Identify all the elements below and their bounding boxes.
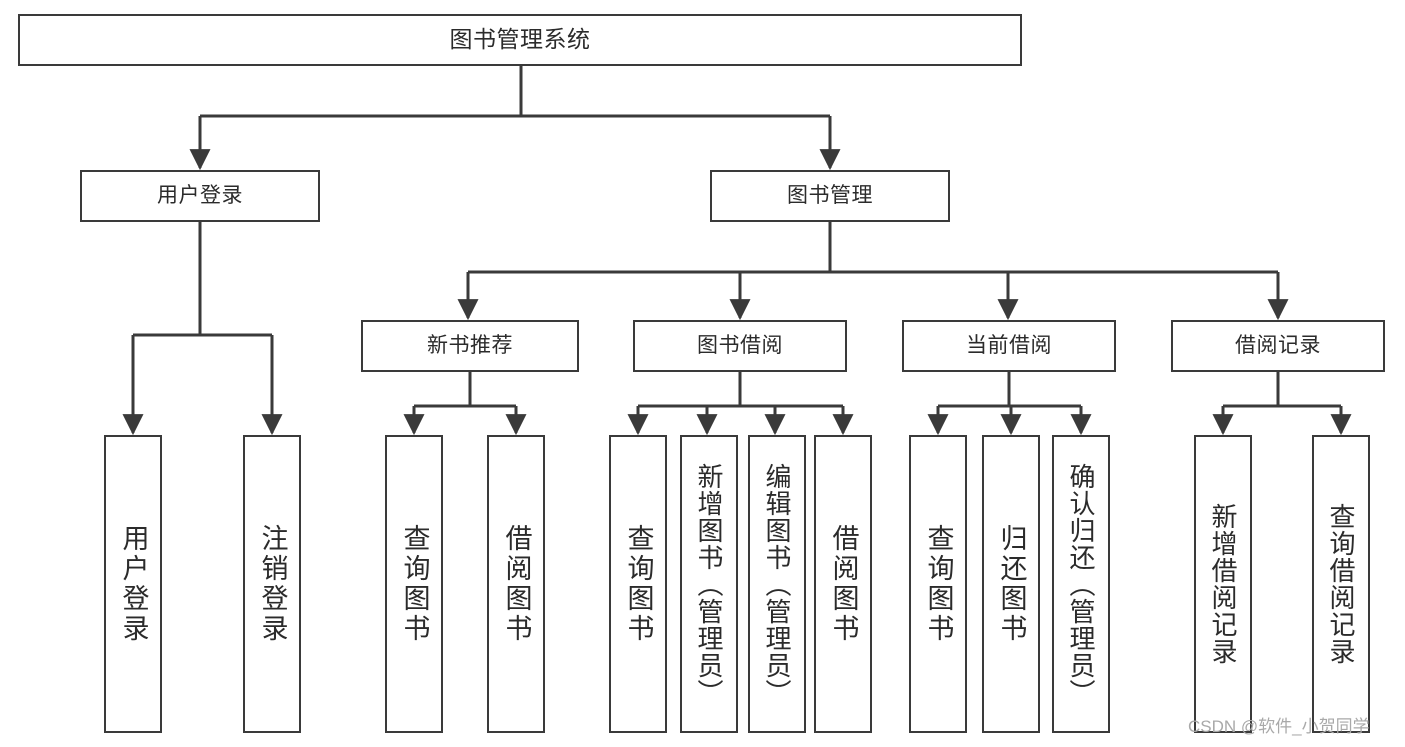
- node-label: 新增借阅记录: [1208, 503, 1238, 665]
- leaf-query-borrow-record[interactable]: 查询借阅记录: [1312, 435, 1370, 733]
- node-book-management-system[interactable]: 图书管理系统: [18, 14, 1022, 66]
- node-label: 注销登录: [257, 524, 288, 644]
- node-label: 用户登录: [157, 183, 243, 207]
- node-label: 图书借阅: [697, 333, 783, 357]
- leaf-add-borrow-record[interactable]: 新增借阅记录: [1194, 435, 1252, 733]
- node-label: 用户登录: [118, 524, 149, 644]
- node-user-login[interactable]: 用户登录: [80, 170, 320, 222]
- node-label: 查询借阅记录: [1326, 503, 1356, 665]
- node-label: 借阅记录: [1235, 333, 1321, 357]
- leaf-query-books-new[interactable]: 查询图书: [385, 435, 443, 733]
- node-label: 图书管理系统: [449, 26, 591, 53]
- node-new-book-recommend[interactable]: 新书推荐: [361, 320, 579, 372]
- node-label: 新增图书（管理员）: [694, 462, 724, 706]
- leaf-query-books[interactable]: 查询图书: [609, 435, 667, 733]
- leaf-borrow-books-new[interactable]: 借阅图书: [487, 435, 545, 733]
- node-label: 查询图书: [399, 524, 430, 644]
- leaf-user-login[interactable]: 用户登录: [104, 435, 162, 733]
- watermark: CSDN @软件_小贺同学: [1188, 717, 1370, 736]
- leaf-edit-book-admin[interactable]: 编辑图书（管理员）: [748, 435, 806, 733]
- node-book-manage[interactable]: 图书管理: [710, 170, 950, 222]
- leaf-return-book[interactable]: 归还图书: [982, 435, 1040, 733]
- node-label: 图书管理: [787, 183, 873, 207]
- leaf-user-logout[interactable]: 注销登录: [243, 435, 301, 733]
- leaf-confirm-return-admin[interactable]: 确认归还（管理员）: [1052, 435, 1110, 733]
- node-borrow-records[interactable]: 借阅记录: [1171, 320, 1385, 372]
- node-label: 确认归还（管理员）: [1066, 462, 1096, 706]
- node-label: 归还图书: [996, 524, 1027, 644]
- node-label: 当前借阅: [966, 333, 1052, 357]
- node-label: 新书推荐: [427, 333, 513, 357]
- leaf-add-book-admin[interactable]: 新增图书（管理员）: [680, 435, 738, 733]
- node-current-borrow[interactable]: 当前借阅: [902, 320, 1116, 372]
- node-label: 编辑图书（管理员）: [762, 462, 792, 706]
- node-label: 查询图书: [923, 524, 954, 644]
- node-label: 借阅图书: [828, 524, 859, 644]
- node-label: 查询图书: [623, 524, 654, 644]
- node-book-borrow[interactable]: 图书借阅: [633, 320, 847, 372]
- node-label: 借阅图书: [501, 524, 532, 644]
- leaf-query-books-current[interactable]: 查询图书: [909, 435, 967, 733]
- leaf-borrow-book[interactable]: 借阅图书: [814, 435, 872, 733]
